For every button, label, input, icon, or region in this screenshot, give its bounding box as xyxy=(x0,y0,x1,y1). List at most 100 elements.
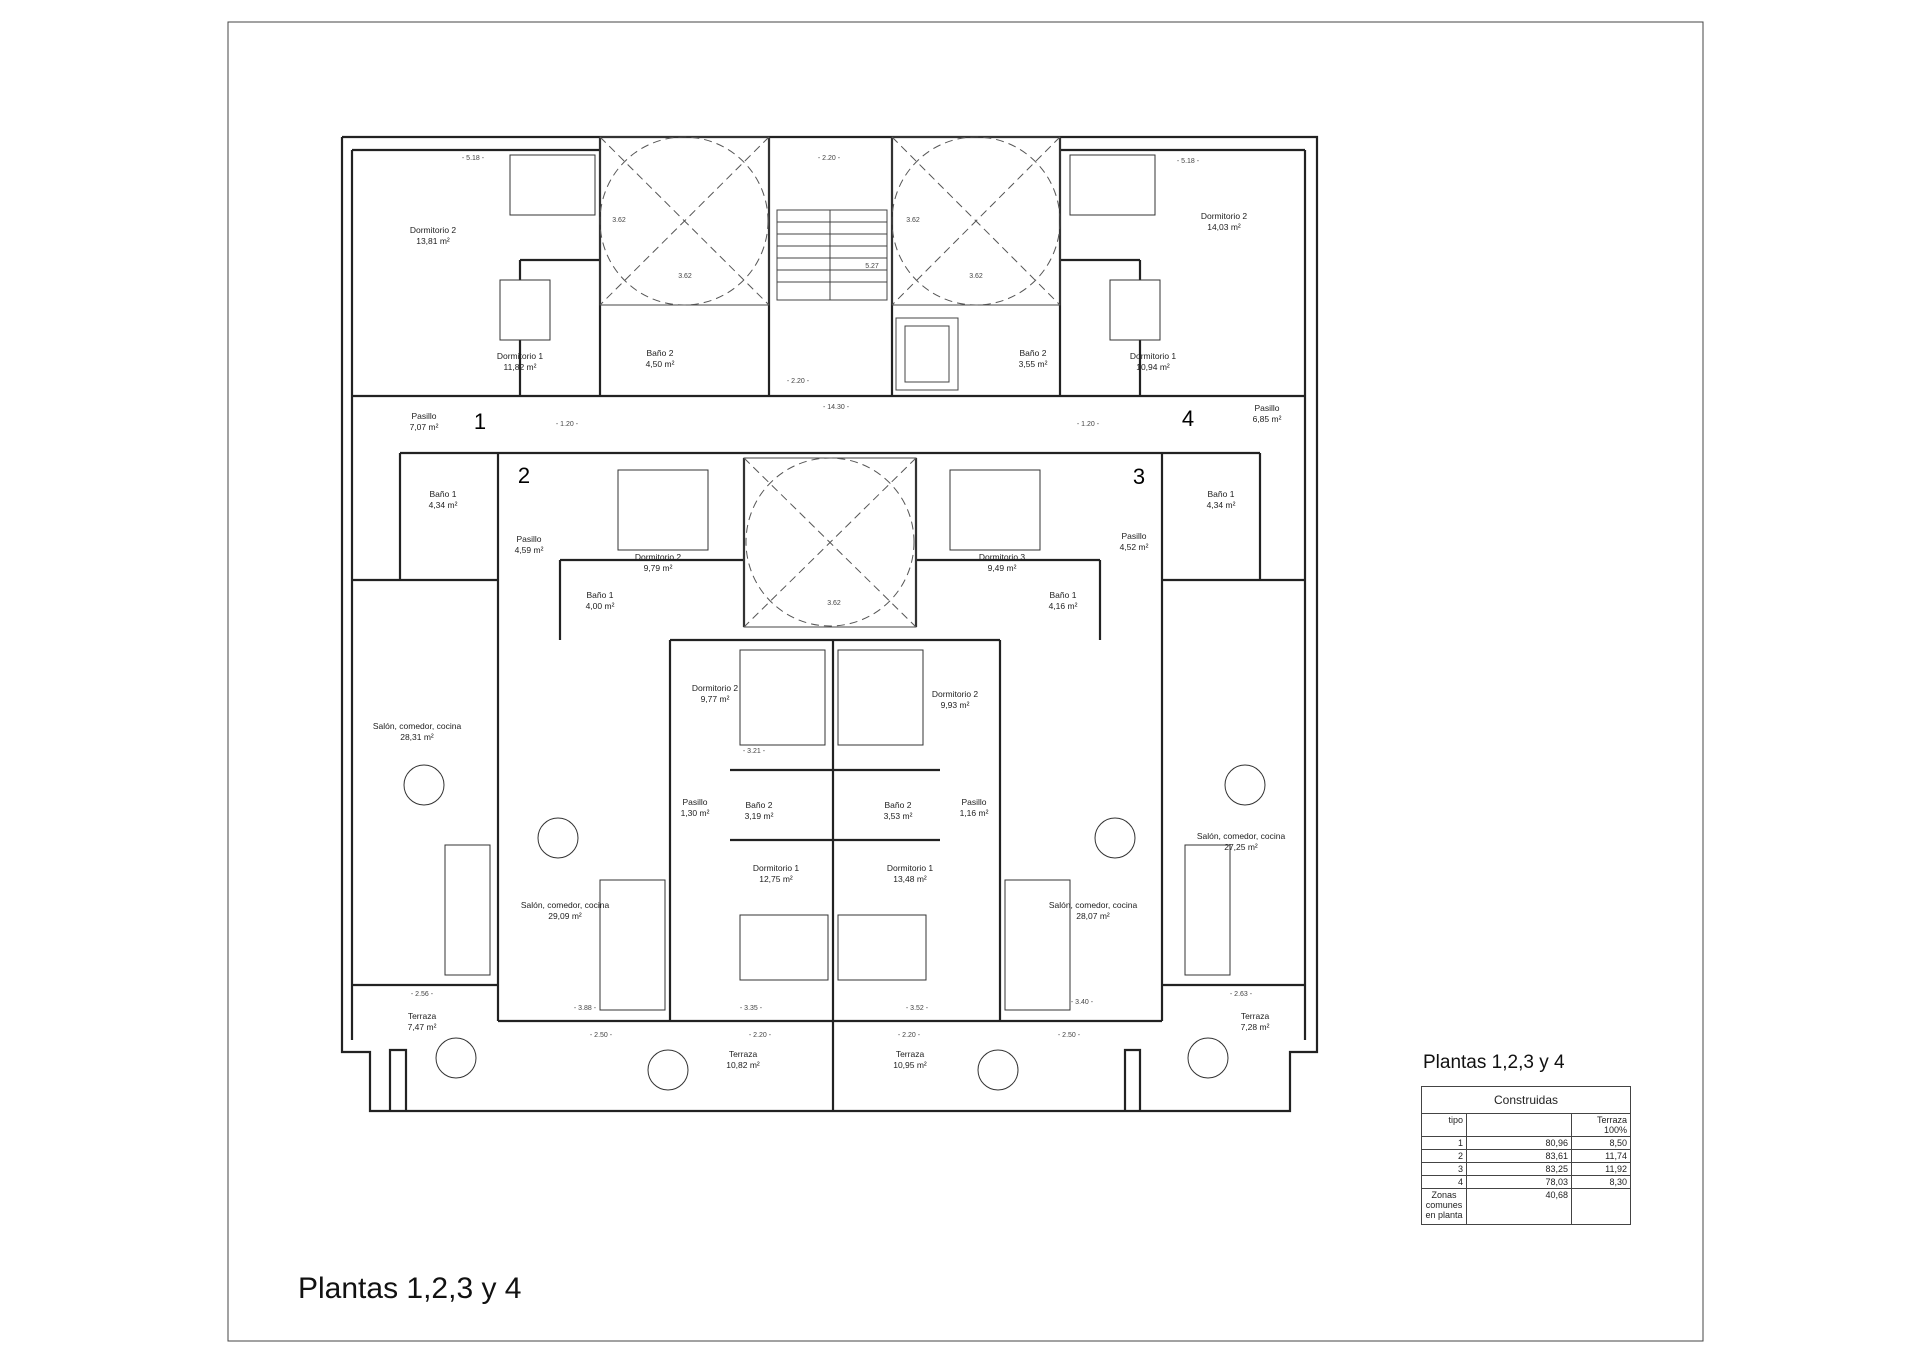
room-area: 4,16 m² xyxy=(1049,601,1078,611)
room-name: Salón, comedor, cocina xyxy=(521,900,610,910)
dimension: - 3.52 - xyxy=(906,1005,929,1012)
sheet-frame xyxy=(227,21,1704,1342)
room-labels: Dormitorio 213,81 m² Dormitorio 111,82 m… xyxy=(373,211,1286,1070)
dimension: - 2.56 - xyxy=(411,991,434,998)
cell-tipo: 3 xyxy=(1421,1162,1467,1176)
dimension: 3.62 xyxy=(906,217,920,224)
cell-construida: 83,25 xyxy=(1466,1162,1572,1176)
room-name: Dormitorio 3 xyxy=(979,552,1026,562)
room-name: Dormitorio 2 xyxy=(635,552,682,562)
room-area: 1,30 m² xyxy=(681,808,710,818)
room-name: Dormitorio 2 xyxy=(692,683,739,693)
room-name: Pasillo xyxy=(411,411,436,421)
room-name: Dormitorio 2 xyxy=(1201,211,1248,221)
table-title: Plantas 1,2,3 y 4 xyxy=(1423,1052,1565,1073)
room-name: Baño 1 xyxy=(1050,590,1077,600)
sheet-title: Plantas 1,2,3 y 4 xyxy=(298,1272,522,1305)
elevator xyxy=(895,317,959,391)
room-area: 10,82 m² xyxy=(726,1060,760,1070)
room-area: 13,48 m² xyxy=(893,874,927,884)
room-name: Baño 1 xyxy=(587,590,614,600)
room-name: Terraza xyxy=(1241,1011,1270,1021)
room-area: 12,75 m² xyxy=(759,874,793,884)
room-area: 4,00 m² xyxy=(586,601,615,611)
dimension: - 2.20 - xyxy=(787,378,810,385)
room-name: Salón, comedor, cocina xyxy=(1049,900,1138,910)
room-name: Dormitorio 1 xyxy=(887,863,934,873)
room-area: 28,31 m² xyxy=(400,732,434,742)
room-name: Pasillo xyxy=(961,797,986,807)
room-area: 10,94 m² xyxy=(1136,362,1170,372)
room-area: 7,28 m² xyxy=(1241,1022,1270,1032)
dimension: - 2.20 - xyxy=(898,1032,921,1039)
cell-terraza: 11,74 xyxy=(1571,1149,1631,1163)
dimension: - 1.20 - xyxy=(556,421,579,428)
room-area: 7,07 m² xyxy=(410,422,439,432)
unit-number: 4 xyxy=(1182,406,1194,431)
room-name: Pasillo xyxy=(682,797,707,807)
dimension: - 2.63 - xyxy=(1230,991,1253,998)
dimension: - 3.88 - xyxy=(574,1005,597,1012)
room-name: Dormitorio 1 xyxy=(1130,351,1177,361)
dimension: - 3.35 - xyxy=(740,1005,763,1012)
cell-zonas-value: 40,68 xyxy=(1466,1188,1572,1225)
staircase xyxy=(776,209,888,301)
room-area: 9,77 m² xyxy=(701,694,730,704)
furniture xyxy=(403,154,1266,1091)
room-name: Terraza xyxy=(729,1049,758,1059)
room-area: 13,81 m² xyxy=(416,236,450,246)
room-area: 3,19 m² xyxy=(745,811,774,821)
dimension: - 2.20 - xyxy=(749,1032,772,1039)
room-area: 4,34 m² xyxy=(429,500,458,510)
cell-zonas-label: Zonas comunes en planta xyxy=(1421,1188,1467,1225)
room-area: 14,03 m² xyxy=(1207,222,1241,232)
room-name: Dormitorio 2 xyxy=(932,689,979,699)
shaft-right xyxy=(891,136,1061,306)
room-area: 4,59 m² xyxy=(515,545,544,555)
dimension: 3.62 xyxy=(612,217,626,224)
dimension: - 2.50 - xyxy=(1058,1032,1081,1039)
room-name: Terraza xyxy=(408,1011,437,1021)
room-area: 4,50 m² xyxy=(646,359,675,369)
dimension: - 2.50 - xyxy=(590,1032,613,1039)
shaft-central xyxy=(743,457,917,628)
cell-construida: 78,03 xyxy=(1466,1175,1572,1189)
building-outline xyxy=(340,135,1319,1113)
room-area: 1,16 m² xyxy=(960,808,989,818)
room-name: Baño 2 xyxy=(885,800,912,810)
room-area: 9,79 m² xyxy=(644,563,673,573)
dimension: 3.62 xyxy=(678,273,692,280)
dimension: 5.27 xyxy=(865,263,879,270)
dimension: - 5.18 - xyxy=(462,155,485,162)
cell-terraza: 11,92 xyxy=(1571,1162,1631,1176)
room-area: 3,55 m² xyxy=(1019,359,1048,369)
dimension: - 1.20 - xyxy=(1077,421,1100,428)
room-name: Salón, comedor, cocina xyxy=(1197,831,1286,841)
room-area: 9,93 m² xyxy=(941,700,970,710)
cell-construida: 80,96 xyxy=(1466,1136,1572,1150)
room-name: Pasillo xyxy=(516,534,541,544)
room-name: Baño 1 xyxy=(430,489,457,499)
room-name: Baño 1 xyxy=(1208,489,1235,499)
cell-construida: 83,61 xyxy=(1466,1149,1572,1163)
room-name: Baño 2 xyxy=(647,348,674,358)
col-terraza: Terraza 100% xyxy=(1571,1113,1631,1137)
room-area: 4,52 m² xyxy=(1120,542,1149,552)
shaft-left xyxy=(599,136,770,306)
room-name: Terraza xyxy=(896,1049,925,1059)
cell-tipo: 4 xyxy=(1421,1175,1467,1189)
room-area: 11,82 m² xyxy=(504,362,537,372)
col-tipo: tipo xyxy=(1421,1113,1467,1137)
room-area: 29,09 m² xyxy=(548,911,582,921)
room-name: Baño 2 xyxy=(746,800,773,810)
room-area: 10,95 m² xyxy=(893,1060,927,1070)
room-name: Dormitorio 2 xyxy=(410,225,457,235)
room-area: 6,85 m² xyxy=(1253,414,1282,424)
room-name: Pasillo xyxy=(1121,531,1146,541)
room-area: 9,49 m² xyxy=(988,563,1017,573)
